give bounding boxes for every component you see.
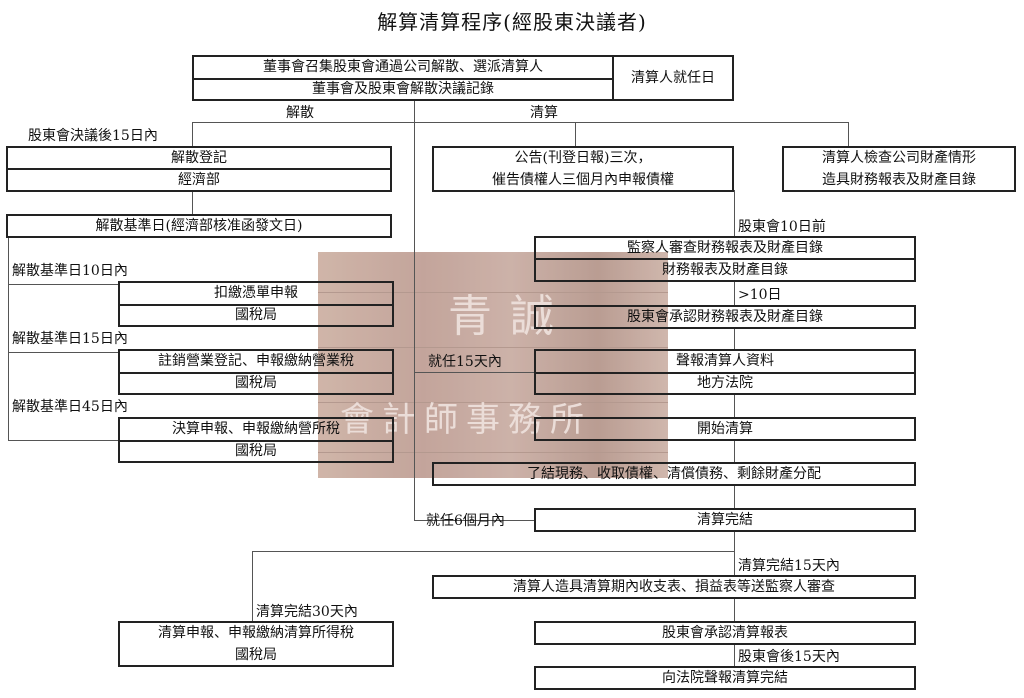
- connector-main-vertical: [414, 100, 415, 520]
- connector-court-done: [734, 644, 735, 666]
- liquidation-completed: 清算完結: [697, 512, 753, 528]
- business-tax-bureau: 國稅局: [235, 375, 277, 391]
- settlement-box: [432, 462, 916, 486]
- divider: [534, 258, 916, 260]
- district-court: 地方法院: [697, 375, 753, 391]
- connector-right-chain: [734, 190, 735, 236]
- deadline-before-meeting-10d: 股東會10日前: [738, 219, 826, 235]
- connector-bottom-split: [252, 551, 734, 552]
- court-completion-box: [534, 666, 916, 690]
- connector-report: [734, 551, 735, 575]
- connector-left-branch: [192, 122, 193, 146]
- watermark-text-main: 青誠: [448, 291, 572, 342]
- watermark-text-sub: 會計師事務所: [340, 400, 592, 440]
- connector-final-tax: [252, 551, 253, 621]
- resolution-side-divider: [612, 55, 614, 101]
- deadline-after-meeting-15d: 股東會後15天內: [738, 649, 840, 665]
- connector-right-approve: [734, 327, 735, 349]
- final-return-income-tax: 決算申報、申報繳納營所稅: [172, 421, 340, 437]
- connector-right-settle: [734, 440, 735, 462]
- deadline-within-6m: 就任6個月內: [426, 513, 505, 529]
- connector-left-chain: [8, 236, 9, 440]
- connector-right-done: [734, 486, 735, 508]
- financial-statements: 財務報表及財產目錄: [662, 262, 788, 278]
- deadline-done-30d: 清算完結30天內: [256, 604, 358, 620]
- liquidation-done-box: [534, 508, 916, 532]
- deadline-base-15d: 解散基準日15日內: [12, 331, 128, 347]
- approve-financial-statements: 股東會承認財務報表及財產目錄: [627, 309, 823, 325]
- page-title: 解算清算程序(經股東決議者): [377, 10, 647, 34]
- final-tax-bureau: 國稅局: [235, 647, 277, 663]
- resolution-divider: [192, 78, 613, 80]
- start-liquidation: 開始清算: [697, 421, 753, 437]
- liquidation-income-tax: 清算申報、申報繳納清算所得稅: [158, 625, 354, 641]
- public-notice-line2: 催告債權人三個月內申報債權: [492, 172, 674, 188]
- connector-notice: [575, 122, 576, 146]
- connector-right-start: [734, 395, 735, 417]
- supervisor-review: 監察人審查財務報表及財產目錄: [627, 240, 823, 256]
- asset-check-box: [782, 146, 1016, 192]
- public-notice-box: [432, 146, 734, 192]
- withholding-tax-bureau: 國稅局: [235, 307, 277, 323]
- divider: [118, 304, 394, 306]
- resolution-line1: 董事會召集股東會通過公司解散、選派清算人: [263, 59, 543, 75]
- ministry-economic-affairs: 經濟部: [178, 172, 220, 188]
- liquidator-appointed: 清算人就任日: [631, 70, 715, 86]
- liquidation-statements-review: 清算人造具清算期內收支表、損益表等送監察人審查: [513, 579, 835, 595]
- approve-report-box: [534, 621, 916, 645]
- connector-left-d10: [8, 284, 120, 285]
- dissolution-base-date: 解散基準日(經濟部核准函發文日): [95, 218, 303, 234]
- divider: [534, 372, 916, 374]
- cancel-registration-business-tax: 註銷營業登記、申報繳納營業稅: [158, 353, 354, 369]
- connector-left-d15: [8, 352, 120, 353]
- settle-affairs: 了結現務、收取債權、清償債務、剩餘財產分配: [527, 466, 821, 482]
- connector-approve-report: [734, 598, 735, 622]
- interval-gt10d: >10日: [738, 287, 782, 303]
- statement-report-box: [432, 575, 916, 599]
- connector-right-gt10: [734, 281, 735, 305]
- start-liquidation-box: [534, 417, 916, 441]
- connector-left-reg: [192, 190, 193, 214]
- connector-within15: [414, 372, 534, 373]
- public-notice-line1: 公告(刊登日報)三次，: [514, 150, 652, 166]
- deadline-base-10d: 解散基準日10日內: [12, 263, 128, 279]
- connector-within6m: [414, 520, 534, 521]
- deadline-within-15d: 就任15天內: [428, 354, 502, 370]
- deadline-done-15d: 清算完結15天內: [738, 558, 840, 574]
- income-tax-bureau: 國稅局: [235, 443, 277, 459]
- connector-check: [848, 122, 849, 146]
- branch-liquidation-label: 清算: [530, 105, 558, 121]
- base-date-box: [6, 214, 392, 238]
- connector-left-d45: [8, 440, 120, 441]
- report-completion-to-court: 向法院聲報清算完結: [662, 670, 788, 686]
- withholding-report: 扣繳憑單申報: [214, 285, 298, 301]
- connector-branch: [192, 122, 849, 123]
- approve-fs-box: [534, 305, 916, 329]
- report-liquidator-info: 聲報清算人資料: [676, 353, 774, 369]
- asset-check-line1: 清算人檢查公司財產情形: [822, 150, 976, 166]
- deadline-resolution-15d: 股東會決議後15日內: [28, 128, 158, 144]
- branch-dissolution-label: 解散: [286, 105, 314, 121]
- approve-liquidation-report: 股東會承認清算報表: [662, 625, 788, 641]
- dissolution-registration: 解散登記: [171, 150, 227, 166]
- resolution-line2: 董事會及股東會解散決議記錄: [312, 81, 494, 97]
- divider: [118, 440, 394, 442]
- connector-done-down: [734, 531, 735, 551]
- deadline-base-45d: 解散基準日45日內: [12, 399, 128, 415]
- asset-check-line2: 造具財務報表及財產目錄: [822, 172, 976, 188]
- divider: [6, 168, 392, 170]
- divider: [118, 372, 394, 374]
- final-tax-box: [118, 621, 394, 667]
